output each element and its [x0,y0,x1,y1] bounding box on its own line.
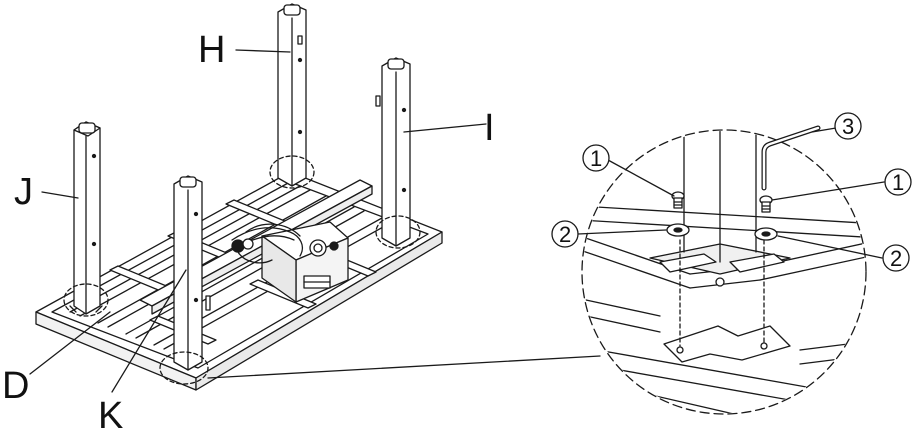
callout-circle [582,144,610,172]
callout-1-left: 1 [590,146,602,171]
leg-j [63,121,109,317]
callout-circle [551,220,579,248]
allen-key-icon [761,125,821,191]
callout-circle [834,112,862,140]
leg-h [269,3,315,189]
detail-zoom [551,112,912,415]
label-h: H [198,29,225,71]
detail-circle-small [159,351,209,385]
leg-i [375,57,421,249]
leg-k [159,175,211,385]
label-i: I [484,107,495,149]
callout-circle [882,244,910,272]
label-j: J [14,171,33,213]
motor-cables [231,223,304,264]
control-box [261,221,349,303]
label-leaders [29,49,487,393]
callout-3: 3 [842,114,854,139]
callout-circle [884,168,912,196]
callout-2-right: 2 [890,246,902,271]
zoom-connector [207,355,601,379]
label-k: K [98,395,123,437]
callout-2-left: 2 [559,222,571,247]
bolt-right [754,195,778,241]
callout-1-right: 1 [892,170,904,195]
bolt-left [666,191,690,237]
label-d: D [2,365,29,407]
